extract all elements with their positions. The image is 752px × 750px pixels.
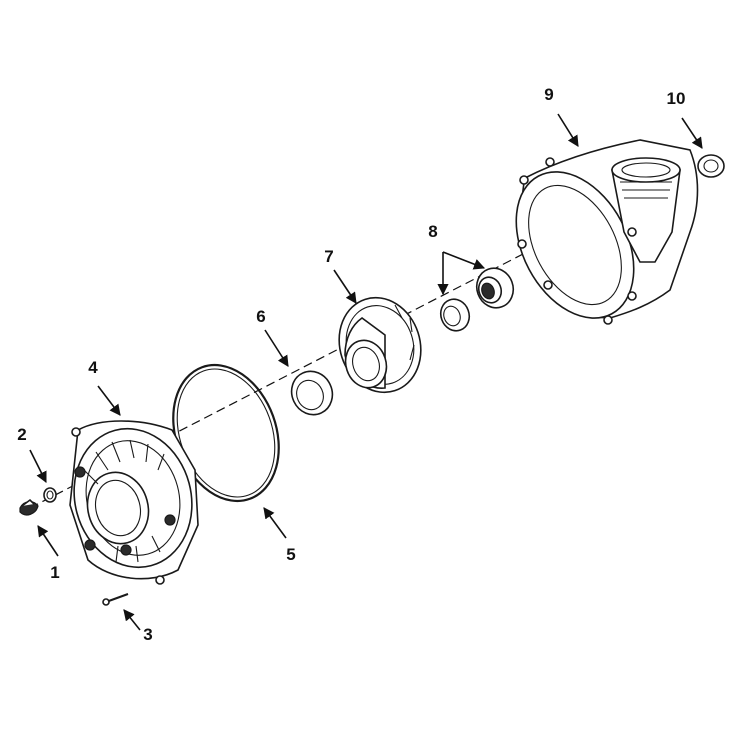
- leader-5: [263, 507, 287, 539]
- callout-10: 10: [667, 89, 686, 108]
- callout-1: 1: [50, 563, 59, 582]
- leader-7: [333, 269, 357, 304]
- leader-6: [264, 329, 289, 367]
- callout-9: 9: [544, 85, 553, 104]
- part-4-seal-plate: [69, 420, 199, 585]
- callout-2: 2: [17, 425, 26, 444]
- callout-8: 8: [428, 222, 437, 241]
- leader-4: [97, 385, 121, 416]
- leader-3: [123, 609, 141, 631]
- part-1-drain-plug: [19, 498, 39, 516]
- callout-4: 4: [88, 358, 98, 377]
- part-3-screw: [102, 593, 129, 606]
- leader-9: [557, 113, 579, 147]
- part-9-pump-housing: [515, 139, 699, 325]
- leader-8b: [442, 251, 486, 270]
- leader-10: [681, 117, 703, 149]
- callout-7: 7: [324, 247, 333, 266]
- part-10-bushing: [697, 154, 725, 178]
- leader-1: [37, 525, 59, 557]
- part-6-wear-ring: [290, 370, 334, 416]
- part-8-mechanical-seal: [439, 267, 515, 332]
- callout-5: 5: [286, 545, 295, 564]
- leader-2: [29, 449, 47, 484]
- part-7-impeller: [338, 296, 422, 394]
- callout-6: 6: [256, 307, 265, 326]
- callout-3: 3: [143, 625, 152, 644]
- part-2-shaft-o-ring: [43, 487, 57, 503]
